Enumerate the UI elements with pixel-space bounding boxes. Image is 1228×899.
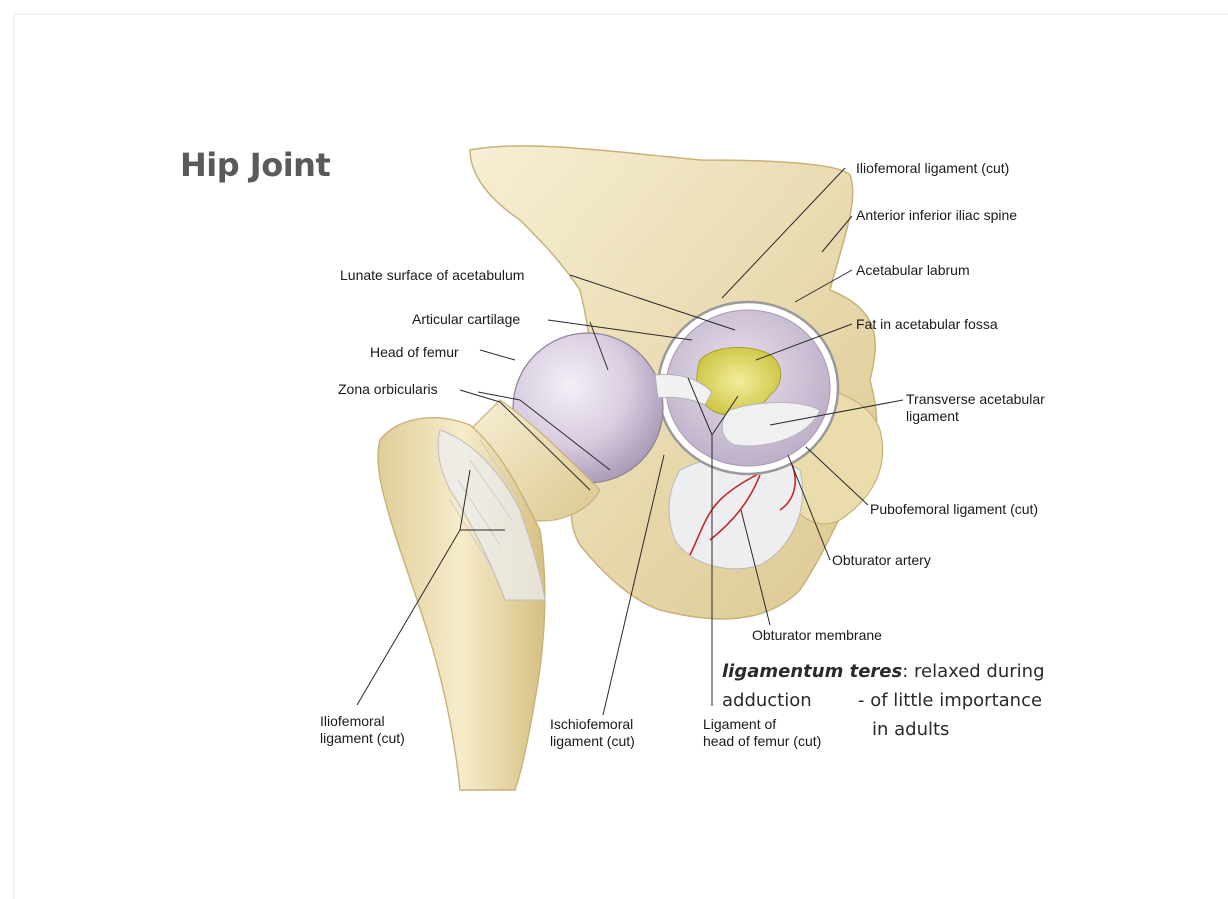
label-zona-orbicularis: Zona orbicularis: [338, 381, 438, 397]
label-iliofemoral-bottom-cut: ligament (cut): [320, 730, 405, 746]
note-line-1: ligamentum teres: relaxed during: [722, 661, 1045, 683]
label-obturator-artery: Obturator artery: [832, 552, 931, 568]
slide-title: Hip Joint: [180, 146, 330, 184]
note-line-1-rest: : relaxed during: [902, 661, 1044, 682]
label-acetabular-labrum: Acetabular labrum: [856, 262, 970, 278]
label-pubofemoral-ligament: Pubofemoral ligament (cut): [870, 501, 1038, 517]
label-fat-in-acetabular-fossa: Fat in acetabular fossa: [856, 316, 998, 332]
label-lunate-surface: Lunate surface of acetabulum: [340, 267, 524, 283]
label-ligament-of: Ligament of: [703, 716, 776, 732]
label-iliofemoral-ligament-top: Iliofemoral ligament (cut): [856, 160, 1009, 176]
label-transverse-acetabular: Transverse acetabular: [906, 391, 1045, 407]
label-ischiofemoral: Ischiofemoral: [550, 716, 633, 732]
label-articular-cartilage: Articular cartilage: [412, 311, 520, 327]
note-term: ligamentum teres: [722, 661, 902, 682]
label-transverse-acetabular-ligament: ligament: [906, 408, 959, 424]
note-line-2a: adduction: [722, 690, 812, 712]
label-obturator-membrane: Obturator membrane: [752, 627, 882, 643]
label-iliofemoral-bottom: Iliofemoral: [320, 713, 385, 729]
note-line-2b: - of little importance: [858, 690, 1042, 712]
label-head-of-femur-cut: head of femur (cut): [703, 733, 821, 749]
label-anterior-inferior-iliac-spine: Anterior inferior iliac spine: [856, 207, 1017, 223]
note-line-3: in adults: [872, 719, 949, 741]
label-head-of-femur: Head of femur: [370, 344, 459, 360]
label-ischiofemoral-cut: ligament (cut): [550, 733, 635, 749]
